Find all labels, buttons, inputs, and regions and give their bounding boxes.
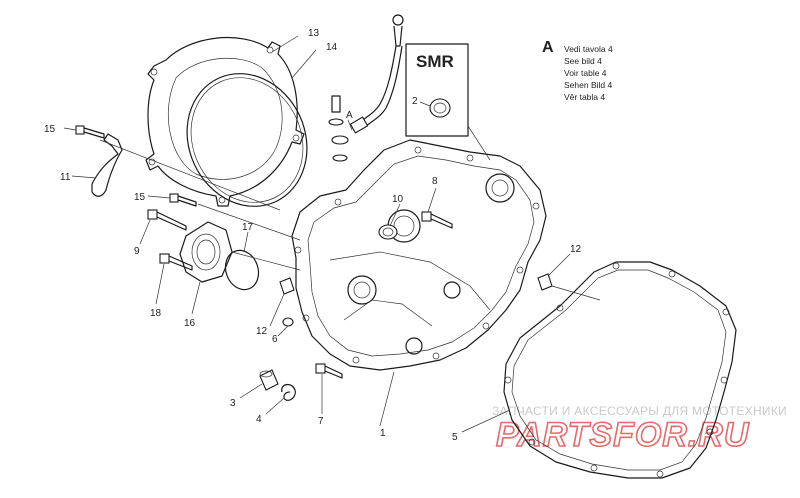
legend-line-4: Sehen Bild 4	[564, 80, 612, 90]
label-12-left: 12	[256, 326, 268, 337]
legend-line-2: See bild 4	[564, 56, 602, 66]
label-6: 6	[272, 334, 278, 345]
bolt-8	[421, 211, 453, 229]
screw-15-lower	[169, 193, 197, 207]
legend-line-1: Vedi tavola 4	[564, 44, 613, 54]
watermark-subtitle: ЗАПЧАСТИ И АКСЕССУАРЫ ДЛЯ МОТОТЕХНИКИ	[492, 404, 787, 418]
label-7: 7	[318, 416, 324, 427]
label-1: 1	[380, 428, 386, 439]
label-18: 18	[150, 308, 162, 319]
oring-gasket-14	[186, 73, 308, 207]
legend-line-5: Vêr tabla 4	[564, 92, 605, 102]
clutch-cover-13	[145, 36, 305, 207]
label-12-right: 12	[570, 244, 582, 255]
clip-4	[281, 383, 296, 401]
label-17: 17	[242, 222, 254, 233]
label-14: 14	[326, 42, 338, 53]
bracket-11	[91, 133, 123, 197]
plug-6	[282, 317, 294, 327]
flange-16	[179, 221, 233, 283]
label-15-upper: 15	[44, 124, 56, 135]
smr-box: SMR 2	[405, 43, 469, 137]
oring-17	[224, 249, 260, 291]
label-10: 10	[392, 194, 404, 205]
label-13: 13	[308, 28, 320, 39]
breather-bolt-washers	[328, 95, 349, 162]
leader-lines	[63, 35, 601, 433]
legend: A Vedi tavola 4 See bild 4 Voir table 4 …	[542, 39, 613, 102]
label-8: 8	[432, 176, 438, 187]
screw-18	[159, 253, 193, 271]
legend-key: A	[542, 39, 554, 56]
watermark-brand: PARTSFOR.RU	[496, 416, 750, 454]
label-15-lower: 15	[134, 192, 146, 203]
label-16: 16	[184, 318, 196, 329]
label-A: A	[346, 110, 353, 121]
label-4: 4	[256, 414, 262, 425]
dowel-12-left	[279, 277, 295, 295]
smr-part-label: 2	[412, 96, 418, 107]
label-9: 9	[134, 246, 140, 257]
label-3: 3	[230, 398, 236, 409]
legend-line-3: Voir table 4	[564, 68, 607, 78]
smr-title: SMR	[416, 52, 454, 71]
screw-7	[315, 363, 343, 379]
crankcase-cover-1	[291, 139, 547, 371]
seal-10	[378, 224, 398, 240]
cover-gasket-5	[503, 261, 737, 479]
label-5: 5	[452, 432, 458, 443]
label-11: 11	[60, 172, 71, 183]
breather-hose-assembly	[349, 14, 404, 134]
dowel-12-right	[537, 273, 553, 291]
spacer-3	[259, 369, 279, 391]
screw-15-upper	[75, 125, 105, 139]
screw-9	[147, 209, 187, 231]
part-labels: 1 3 4 5 6 7 8 9 10 11 12 12 13 14 15 15 …	[44, 28, 582, 443]
